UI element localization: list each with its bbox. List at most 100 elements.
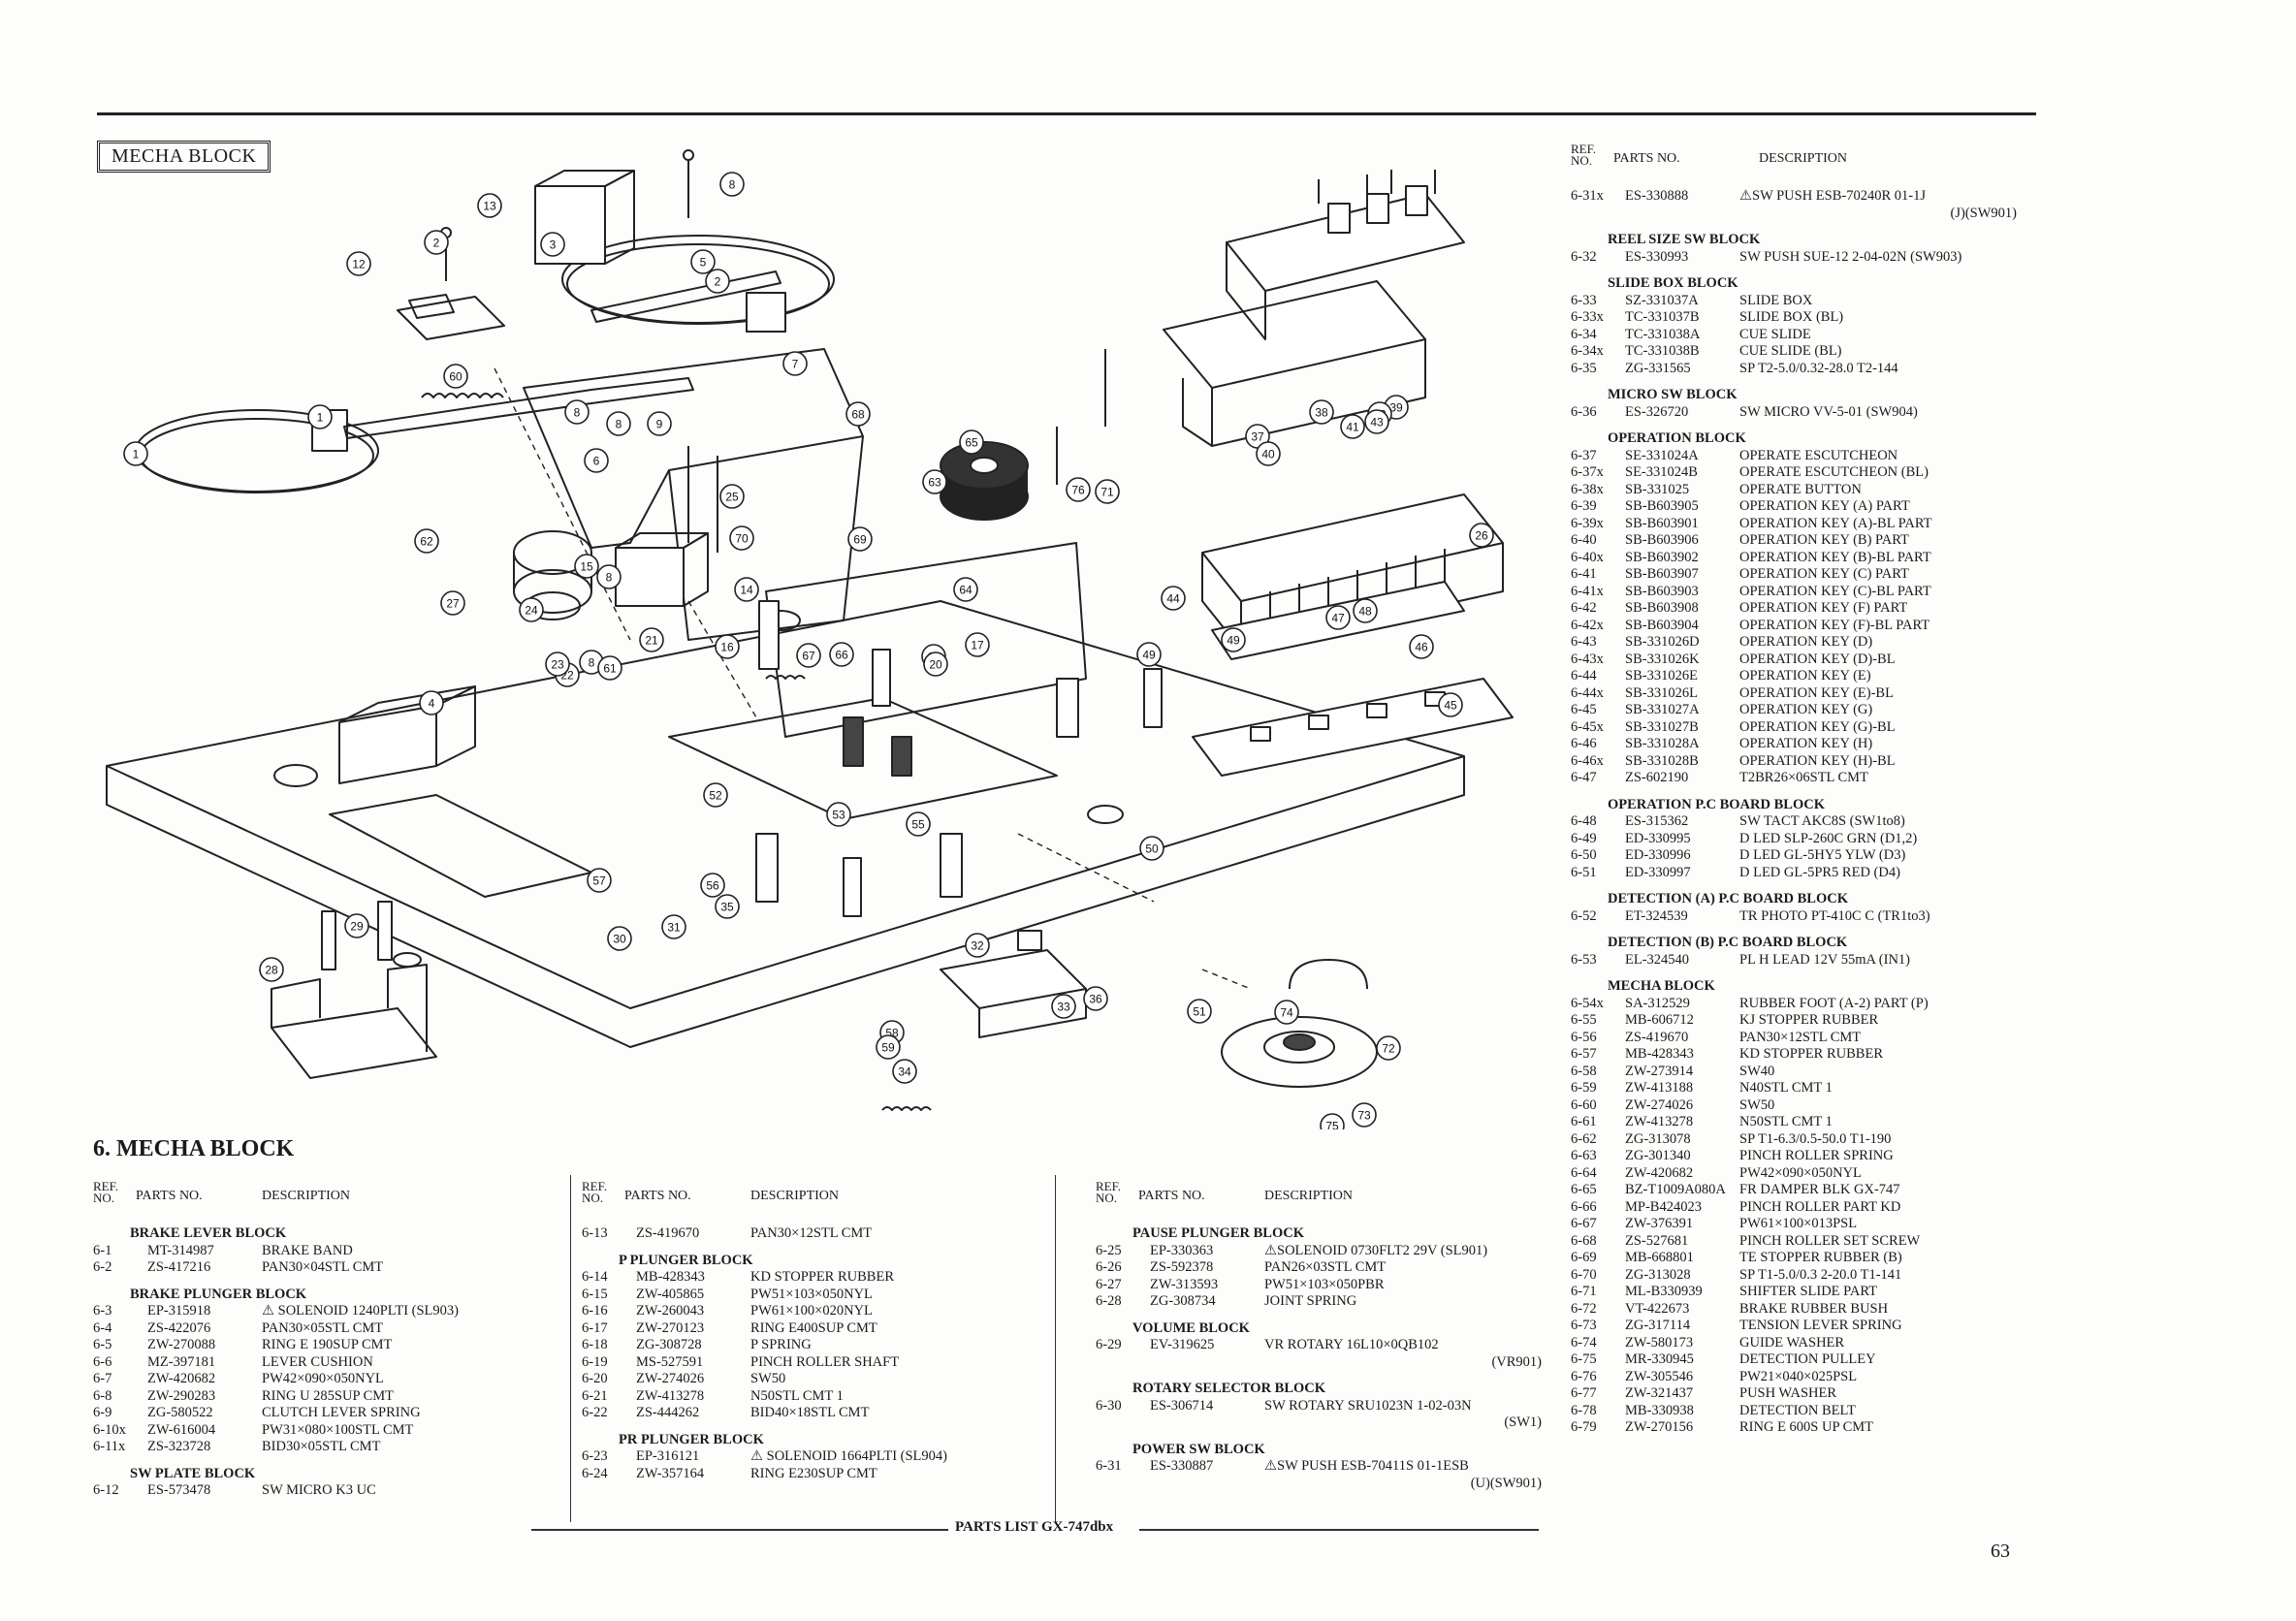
parts-no: MB-330938 [1625, 1402, 1694, 1418]
callout-circle [959, 429, 984, 455]
parts-no: ZW-270156 [1625, 1419, 1694, 1435]
parts-no: ES-330887 [1150, 1458, 1214, 1474]
callout-circle [1469, 523, 1494, 548]
description: SP T2-5.0/0.32-28.0 T2-144 [1739, 360, 1898, 376]
description: OPERATE ESCUTCHEON (BL) [1739, 464, 1929, 480]
header-ref-no: REF. NO. [1571, 142, 1597, 168]
parts-no: ZG-580522 [147, 1405, 213, 1420]
callout-label: 8 [606, 571, 613, 585]
block-title: MECHA BLOCK [1608, 978, 1715, 994]
callout-40: 40 [1256, 441, 1281, 466]
callout-circle [782, 351, 808, 376]
ref-no: 6-61 [1571, 1114, 1597, 1129]
block-title: ROTARY SELECTOR BLOCK [1132, 1381, 1326, 1396]
callout-circle [1352, 1102, 1377, 1128]
callout-circle [847, 526, 873, 552]
callout-circle [892, 1059, 917, 1084]
callout-3: 3 [540, 232, 565, 257]
parts-no: SB-331026L [1625, 684, 1698, 701]
description: PW51×103×050PBR [1264, 1276, 1385, 1292]
parts-no: SB-B603905 [1625, 498, 1699, 514]
block-title: BRAKE PLUNGER BLOCK [130, 1286, 307, 1302]
callout-circle [829, 642, 854, 667]
parts-no: ZW-580173 [1625, 1334, 1694, 1351]
callout-circle [259, 957, 284, 982]
callout-label: 70 [735, 532, 749, 546]
description: (U)(SW901) [1470, 1475, 1542, 1491]
callout-76: 76 [1066, 477, 1091, 502]
description: CUE SLIDE [1739, 326, 1811, 342]
ref-no: 6-21 [582, 1387, 608, 1404]
ref-no: 6-34 [1571, 326, 1597, 342]
description: SW PUSH SUE-12 2-04-02N (SW903) [1739, 248, 1962, 265]
description: FR DAMPER BLK GX-747 [1739, 1182, 1900, 1197]
ref-no: 6-73 [1571, 1318, 1597, 1333]
parts-no: ZG-317114 [1625, 1318, 1691, 1333]
description: OPERATION KEY (A) PART [1739, 498, 1910, 514]
ref-no: 6-23 [582, 1448, 608, 1464]
callout-72: 72 [1376, 1035, 1401, 1061]
callout-33: 33 [1051, 994, 1076, 1019]
description: RING E 190SUP CMT [262, 1337, 393, 1352]
callout-label: 64 [959, 584, 973, 597]
ref-no: 6-57 [1571, 1046, 1597, 1062]
ref-no: 6-18 [582, 1337, 608, 1352]
ref-no: 6-9 [93, 1405, 112, 1420]
parts-no: ES-573478 [147, 1482, 211, 1498]
callout-circle [647, 411, 672, 436]
parts-no: SB-331025 [1625, 481, 1690, 497]
parts-no: ZW-273914 [1625, 1063, 1694, 1079]
callout-label: 1 [133, 448, 140, 461]
parts-no: ZW-305546 [1625, 1368, 1694, 1384]
parts-no [1150, 1354, 1264, 1372]
header-parts-no: PARTS NO. [624, 1188, 691, 1203]
ref-no: 6-25 [1096, 1242, 1122, 1258]
table-header: REF. NO.PARTS NO.DESCRIPTION [582, 1180, 1047, 1204]
callout-circle [796, 643, 821, 668]
callout-21: 21 [639, 627, 664, 652]
block-title: SLIDE BOX BLOCK [1608, 275, 1738, 291]
callout-label: 72 [1382, 1042, 1395, 1056]
parts-no: MB-428343 [636, 1269, 705, 1285]
parts-no: ZS-592378 [1150, 1259, 1214, 1275]
callout-label: 29 [350, 920, 364, 934]
parts-no: ZS-419670 [1625, 1029, 1689, 1045]
block-title: REEL SIZE SW BLOCK [1608, 232, 1761, 247]
callout-label: 40 [1261, 448, 1275, 461]
parts-no: MS-527591 [636, 1353, 704, 1370]
description: PW51×103×050NYL [750, 1286, 873, 1302]
callout-label: 3 [550, 238, 557, 252]
description: ⚠SW PUSH ESB-70240R 01-1J [1739, 188, 1926, 204]
description: D LED GL-5PR5 RED (D4) [1739, 864, 1900, 880]
ref-no: 6-72 [1571, 1300, 1597, 1317]
callout-circle [419, 690, 444, 715]
callout-70: 70 [729, 525, 754, 551]
description: OPERATION KEY (B)-BL PART [1739, 549, 1931, 565]
description: OPERATION KEY (D) [1739, 634, 1873, 650]
ref-no: 6-65 [1571, 1182, 1597, 1197]
ref-no: 6-37x [1571, 464, 1604, 480]
ref-no: 6-32 [1571, 248, 1597, 265]
callout-label: 38 [1315, 406, 1328, 420]
callout-label: 9 [656, 418, 663, 431]
callout-label: 61 [603, 662, 617, 676]
table-header: REF. NO.PARTS NO.DESCRIPTION [1096, 1180, 1551, 1204]
header-description: DESCRIPTION [1759, 150, 1848, 166]
description: RING E230SUP CMT [750, 1465, 877, 1481]
description: KD STOPPER RUBBER [1739, 1046, 1883, 1062]
callout-circle [1353, 598, 1378, 623]
callout-label: 17 [971, 639, 984, 652]
ref-no: 6-22 [582, 1405, 608, 1420]
